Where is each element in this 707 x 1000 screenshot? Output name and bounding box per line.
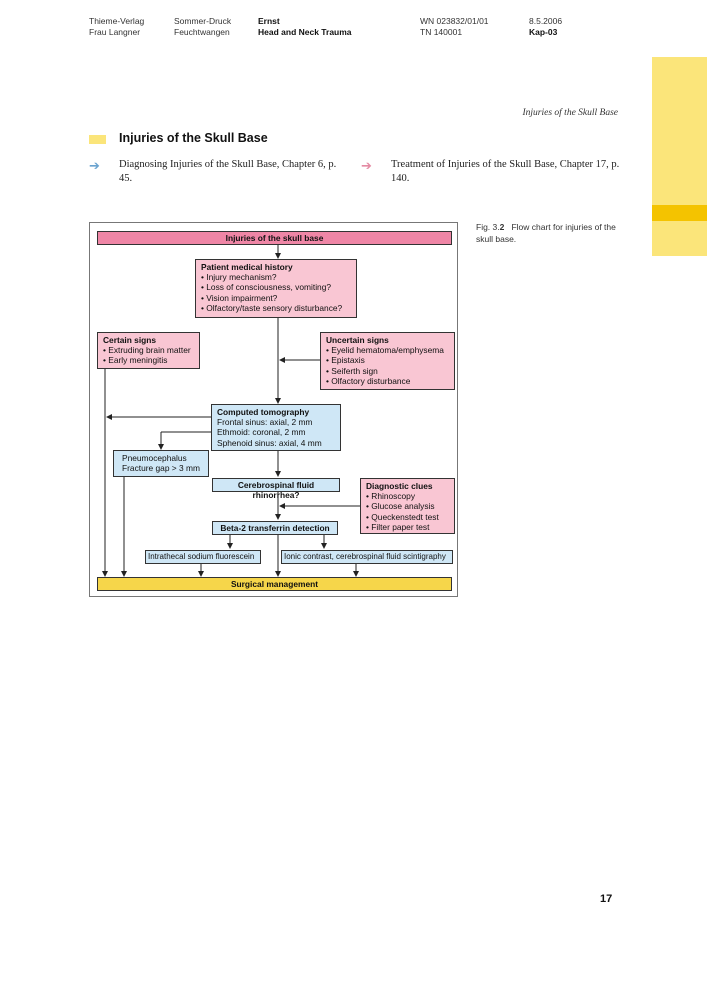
- chapter-thumb-tab: [652, 221, 707, 256]
- flowchart-figure: Injuries of the skull base Patient medic…: [89, 222, 458, 597]
- box-line: Fracture gap > 3 mm: [122, 463, 200, 474]
- flowchart-connectors: [102, 245, 360, 577]
- arrow-right-icon: ➔: [89, 158, 100, 173]
- flow-csf-box: Cerebrospinal fluid rhinorrhea?: [212, 478, 340, 500]
- header-book: Ernst Head and Neck Trauma: [258, 16, 352, 38]
- list-item: Olfactory disturbance: [326, 376, 449, 386]
- chapter-thumb-marker: [652, 205, 707, 221]
- figure-caption: Fig. 3.2 Flow chart for injuries of the …: [476, 221, 621, 245]
- arrow-right-icon: ➔: [361, 158, 372, 173]
- caption-text: Flow chart for injuries of the skull bas…: [476, 222, 616, 244]
- cross-reference-link[interactable]: Treatment of Injuries of the Skull Base,…: [391, 159, 620, 184]
- flow-history-box: Patient medical history Injury mechanism…: [195, 259, 357, 318]
- chapter-thumb-tab: [652, 57, 707, 205]
- header-text: WN 023832/01/01: [420, 16, 489, 26]
- flow-ct-box: Computed tomography Frontal sinus: axial…: [211, 404, 341, 451]
- list-item: Early meningitis: [103, 355, 194, 365]
- list-item: Queckenstedt test: [366, 512, 449, 522]
- list-item: Eyelid hematoma/emphysema: [326, 345, 449, 355]
- header-text: Kap-03: [529, 27, 558, 37]
- header-job: WN 023832/01/01 TN 140001: [420, 16, 489, 38]
- header-date: 8.5.2006 Kap-03: [529, 16, 562, 38]
- flow-fluorescein-box: Intrathecal sodium fluorescein: [145, 550, 261, 564]
- list-item: Extruding brain matter: [103, 345, 194, 355]
- flow-pneumocephalus-box: Pneumocephalus Fracture gap > 3 mm: [113, 450, 209, 477]
- list-item: Seiferth sign: [326, 366, 449, 376]
- box-title: Patient medical history: [201, 262, 293, 272]
- header-text: Sommer-Druck: [174, 16, 232, 26]
- header-text: Thieme-Verlag: [89, 16, 145, 26]
- flow-ionic-contrast-box: Ionic contrast, cerebrospinal fluid scin…: [281, 550, 453, 564]
- list-item: Injury mechanism?: [201, 272, 351, 282]
- header-publisher: Thieme-Verlag Frau Langner: [89, 16, 144, 38]
- running-head: Injuries of the Skull Base: [522, 108, 618, 118]
- flow-beta2-box: Beta-2 transferrin detection: [212, 521, 338, 535]
- list-item: Epistaxis: [326, 355, 449, 365]
- header-text: Ernst: [258, 16, 280, 26]
- box-line: Frontal sinus: axial, 2 mm: [217, 417, 313, 428]
- header-text: Head and Neck Trauma: [258, 27, 352, 37]
- box-title: Computed tomography: [217, 407, 310, 417]
- box-line: Pneumocephalus: [122, 453, 187, 463]
- caption-label: Fig. 3.: [476, 222, 500, 232]
- section-title: Injuries of the Skull Base: [119, 131, 268, 145]
- flow-uncertain-signs-box: Uncertain signs Eyelid hematoma/emphysem…: [320, 332, 455, 390]
- caption-number: 2: [499, 222, 505, 232]
- box-title: Certain signs: [103, 335, 157, 345]
- list-item: Rhinoscopy: [366, 491, 449, 501]
- list-item: Filter paper test: [366, 522, 449, 532]
- header-printer: Sommer-Druck Feuchtwangen: [174, 16, 231, 38]
- flow-surgical-management-box: Surgical management: [97, 577, 452, 591]
- cross-reference-link[interactable]: Diagnosing Injuries of the Skull Base, C…: [119, 159, 337, 184]
- header-text: 8.5.2006: [529, 16, 563, 26]
- flow-certain-signs-box: Certain signs Extruding brain matter Ear…: [97, 332, 200, 369]
- section-marker: [89, 135, 106, 144]
- list-item: Olfactory/taste sensory disturbance?: [201, 303, 351, 313]
- box-title: Diagnostic clues: [366, 481, 433, 491]
- box-line: Ethmoid: coronal, 2 mm: [217, 427, 306, 438]
- page-number: 17: [600, 893, 613, 905]
- box-title: Uncertain signs: [326, 335, 389, 345]
- header-text: Feuchtwangen: [174, 27, 230, 37]
- flow-root-box: Injuries of the skull base: [97, 231, 452, 245]
- flow-diagnostic-clues-box: Diagnostic clues Rhinoscopy Glucose anal…: [360, 478, 455, 534]
- box-line: Sphenoid sinus: axial, 4 mm: [217, 437, 322, 448]
- list-item: Glucose analysis: [366, 501, 449, 511]
- list-item: Vision impairment?: [201, 293, 351, 303]
- header-text: TN 140001: [420, 27, 463, 37]
- header-text: Frau Langner: [89, 27, 141, 37]
- list-item: Loss of consciousness, vomiting?: [201, 282, 351, 292]
